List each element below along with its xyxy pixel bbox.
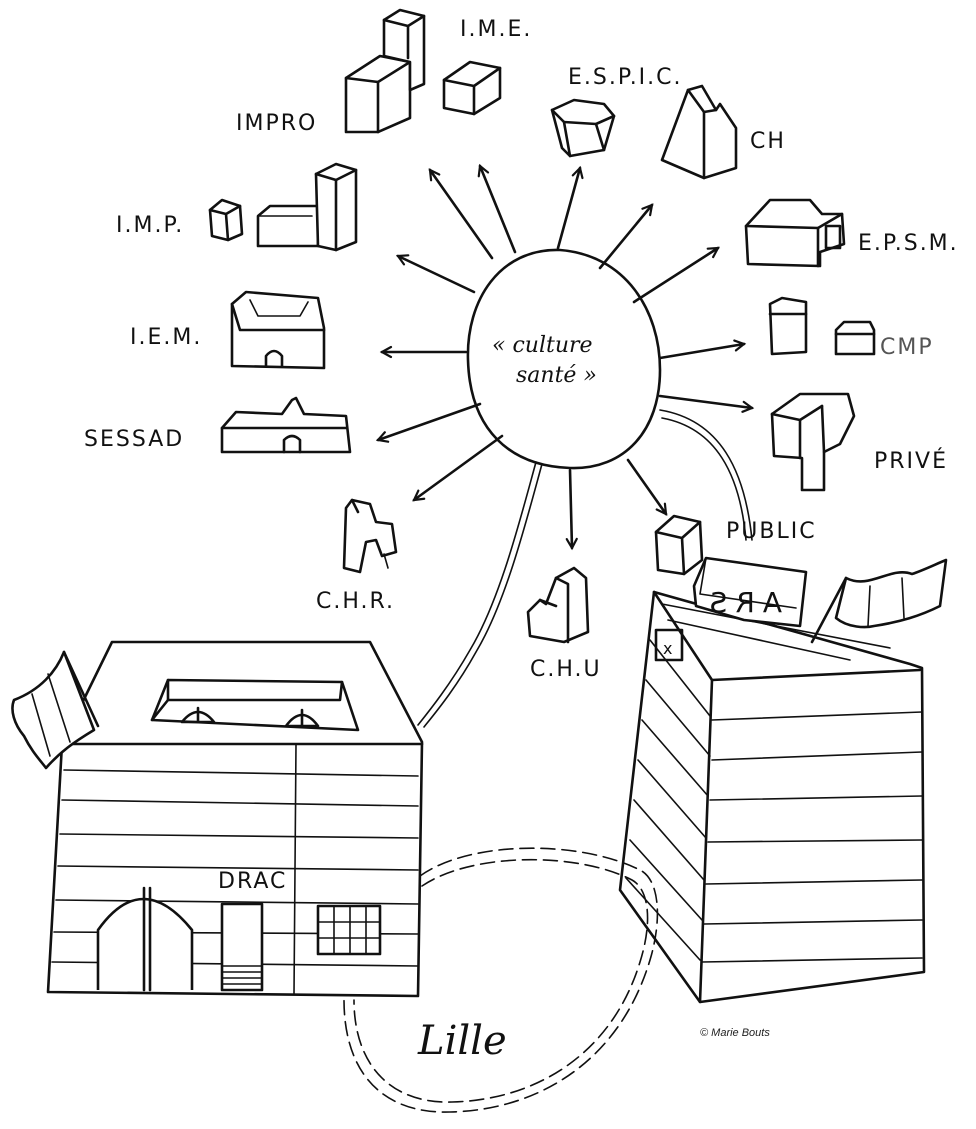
arrow-to-imp (395, 254, 476, 294)
label-imp: I.M.P. (116, 213, 184, 238)
arrow-to-public (626, 458, 668, 516)
link-to-drac (417, 461, 537, 726)
arrow-to-chr (412, 434, 504, 502)
ch-building (660, 84, 738, 180)
impro-building (344, 8, 426, 134)
center-blob (466, 248, 662, 470)
chu-building (526, 566, 590, 644)
chr-building (342, 498, 398, 574)
espic-building (550, 98, 616, 158)
cmp-building-2 (834, 320, 876, 356)
label-impro: IMPRO (236, 111, 317, 136)
lille-circle (343, 847, 659, 1113)
iem-building (230, 290, 326, 370)
epsm-building (744, 198, 846, 268)
label-drac: DRAC (218, 869, 287, 894)
arrow-to-sessad (375, 402, 482, 443)
arrow-to-prive (658, 394, 755, 413)
drac-flag (11, 650, 100, 770)
arrow-to-impro (428, 168, 494, 260)
ars-tower: x (618, 590, 926, 1004)
ars-sign: ARS (692, 556, 808, 628)
label-iem: I.E.M. (130, 325, 202, 350)
arrow-to-espic (556, 165, 584, 250)
label-chr: C.H.R. (316, 589, 395, 614)
svg-text:x: x (663, 639, 672, 658)
arrow-to-ch (598, 203, 654, 270)
cmp-building-1 (768, 296, 808, 356)
label-prive: PRIVÉ (874, 448, 948, 474)
sessad-building (220, 396, 352, 454)
label-public: PUBLIC (726, 519, 817, 544)
arrow-to-cmp (658, 339, 747, 360)
label-ime: I.M.E. (460, 17, 532, 42)
label-espic: E.S.P.I.C. (568, 65, 683, 90)
label-ch: CH (750, 129, 786, 154)
imp-building-small (208, 198, 244, 242)
link-to-ars (659, 409, 753, 541)
imp-building-large (256, 162, 358, 252)
arrow-to-chu (565, 468, 578, 551)
arrow-to-epsm (632, 246, 720, 304)
label-cmp: CMP (880, 335, 934, 360)
public-building (654, 514, 704, 576)
prive-building (770, 392, 856, 492)
label-epsm: E.P.S.M. (858, 231, 959, 256)
label-sessad: SESSAD (84, 427, 184, 452)
arrows (375, 163, 755, 551)
center-label-line1: « culture (492, 333, 593, 358)
center-label-line2: santé » (516, 363, 597, 388)
ime-building (442, 60, 502, 116)
drac-building (46, 640, 424, 998)
arrow-to-ime (477, 163, 517, 254)
ars-sign-text: ARS (702, 586, 782, 619)
label-lille: Lille (417, 1018, 507, 1064)
ars-flag (810, 558, 948, 644)
label-chu: C.H.U (530, 657, 602, 682)
credit-text: © Marie Bouts (700, 1027, 770, 1039)
